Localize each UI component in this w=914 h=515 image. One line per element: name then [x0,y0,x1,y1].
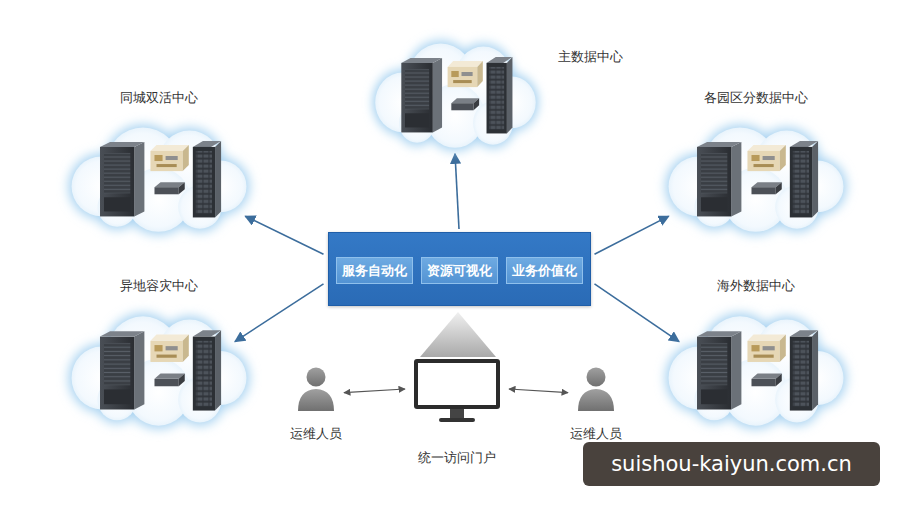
data-center-cloud: 海外数据中心 [652,300,859,430]
flow-arrow [455,154,459,229]
server-rack-illustration [697,141,818,218]
feature-label: 业务价值化 [512,263,577,278]
cloud-shape [55,300,262,430]
cloud-shape [55,112,262,236]
monitor-symbol [413,358,501,424]
cloud-shape [360,28,550,152]
operator-icon: 运维人员 [296,365,336,411]
node-label: 运维人员 [570,426,622,442]
portal-monitor: 统一访问门户 [413,358,501,424]
feature-box: 服务自动化 [336,257,413,284]
feature-box: 业务价值化 [506,257,583,284]
cloud-shape [652,300,859,430]
projection-beam [420,312,496,357]
double-arrow [344,389,405,393]
node-label: 同城双活中心 [120,90,198,106]
feature-label: 服务自动化 [342,263,407,278]
server-rack-illustration [697,330,818,410]
double-arrow [509,389,568,393]
flow-arrow [235,284,324,342]
node-label: 统一访问门户 [418,450,496,466]
server-rack-illustration [100,141,221,218]
data-center-cloud: 同城双活中心 [55,112,262,236]
platform-panel: 服务自动化 资源可视化 业务价值化 [328,232,591,306]
flow-arrow [245,216,323,254]
data-center-cloud: 主数据中心 [360,28,550,152]
node-label: 异地容灾中心 [120,278,198,294]
data-center-cloud: 各园区分数据中心 [652,112,859,236]
feature-label: 资源可视化 [427,263,492,278]
watermark: suishou-kaiyun.com.cn [583,442,880,486]
server-rack-illustration [100,330,221,410]
node-label: 海外数据中心 [717,278,795,294]
data-center-cloud: 异地容灾中心 [55,300,262,430]
node-label: 主数据中心 [558,49,623,65]
node-label: 运维人员 [290,426,342,442]
person-symbol [576,365,616,411]
operator-icon: 运维人员 [576,365,616,411]
server-rack-illustration [401,57,512,134]
flow-arrow [595,284,680,342]
flow-arrow [595,216,669,254]
feature-box: 资源可视化 [421,257,498,284]
person-symbol [296,365,336,411]
cloud-shape [652,112,859,236]
node-label: 各园区分数据中心 [704,90,808,106]
